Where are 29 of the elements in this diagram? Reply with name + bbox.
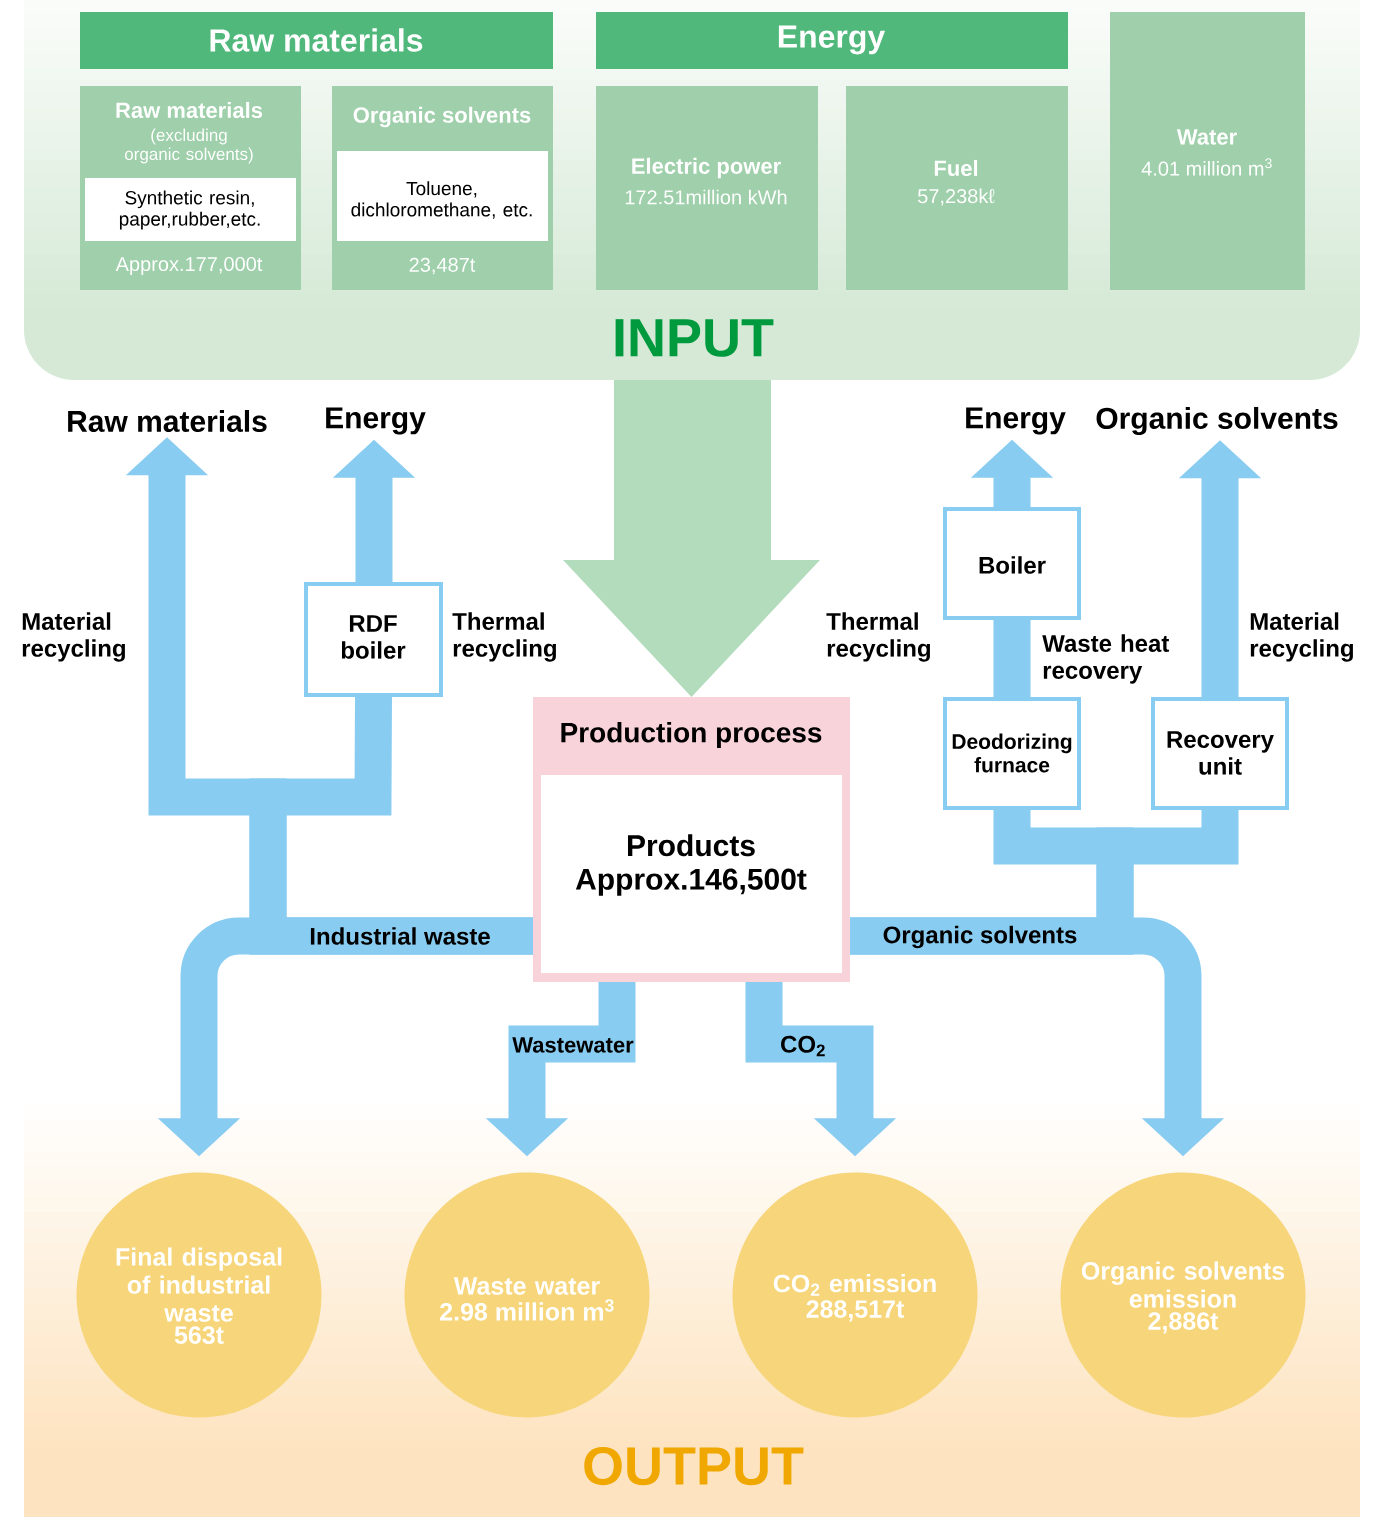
product-box: Products Approx.146,500t [541,775,842,973]
input-box: Fuel 57,238kℓ [846,86,1068,290]
edge-label: Industrial waste [308,926,492,946]
flow-arrow [563,380,820,697]
annotation-text: Material recycling [22,612,125,662]
annotation-text: Thermal recycling [452,612,556,662]
category-header: Raw materials [80,12,553,69]
detail-box: Toluene, dichloromethane, etc. [337,151,548,241]
input-box: Water 4.01 million m$^{3}$ [1110,12,1305,290]
flow-target-label: Organic solvents [1096,406,1338,436]
edge-label: Wastewater [511,1036,635,1054]
process-box: Deodorizing furnace [943,697,1081,810]
input-box: Electric power 172.51million kWh [596,86,818,290]
flow-pipe [850,808,1239,955]
process-box: Boiler [943,507,1081,620]
flow-target-label: Raw materials [68,410,267,433]
flow-target-label: Energy [966,407,1066,435]
flow-target-label: Energy [326,407,426,435]
edge-label: Organic solvents [881,924,1079,950]
annotation-text: Material recycling [1250,612,1353,662]
annotation-text: Thermal recycling [826,612,930,662]
detail-box: Synthetic resin, paper,rubber,etc. [85,178,296,241]
edge-label: CO$_{2}$ [779,1034,827,1058]
flow-pipe [249,694,533,955]
annotation-text: Waste heat recovery [1042,634,1170,684]
process-box: RDF boiler [304,582,443,697]
process-box: Recovery unit [1151,697,1289,810]
category-header: Energy [596,12,1068,69]
flow-pipe [993,618,1031,699]
